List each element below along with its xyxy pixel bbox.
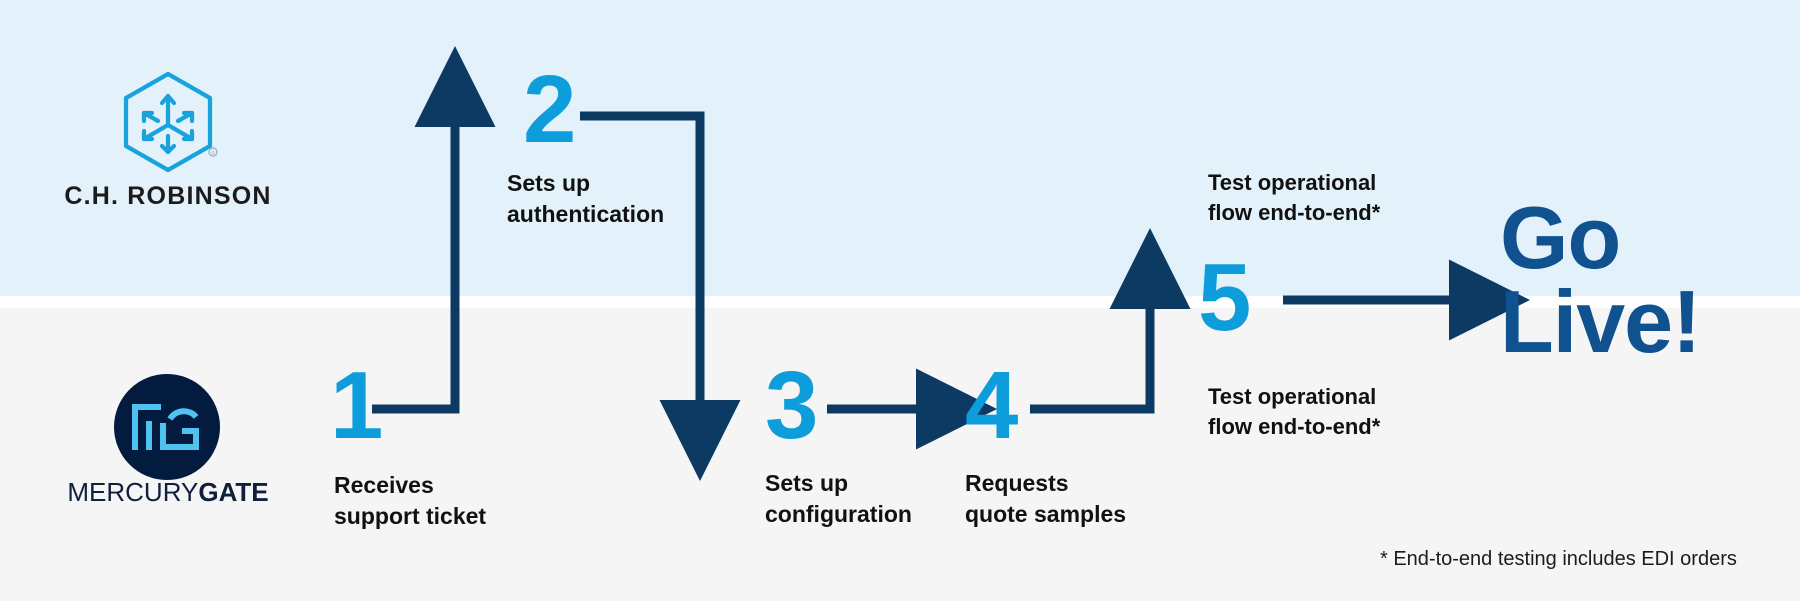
go-live-line-2: Live! <box>1500 272 1701 371</box>
step-3-number: 3 <box>765 352 818 459</box>
footnote-text: * End-to-end testing includes EDI orders <box>1380 548 1737 570</box>
svg-text:R: R <box>211 151 215 157</box>
step-3-label: Sets up configuration <box>765 470 912 527</box>
lane-band-top <box>0 0 1800 296</box>
step-1-number: 1 <box>330 352 383 459</box>
connector-1-to-2 <box>372 46 496 414</box>
ch-robinson-wordmark: C.H. ROBINSON <box>64 182 272 210</box>
step-4-label: Requests quote samples <box>965 470 1127 527</box>
mercurygate-wordmark: MERCURYGATE <box>38 477 298 508</box>
step-2-number: 2 <box>523 56 576 163</box>
step-2-label: Sets up authentication <box>507 170 665 227</box>
lane-band-bottom <box>0 308 1800 601</box>
mercurygate-wordmark-light: MERCURY <box>67 477 199 507</box>
connector-4-to-5 <box>1030 228 1191 414</box>
step-5-label-bottom: Test operational flow end-to-end* <box>1208 384 1381 439</box>
step-5-number: 5 <box>1198 244 1251 351</box>
mercurygate-logo-icon <box>114 374 220 480</box>
mercurygate-wordmark-bold: GATE <box>198 477 269 507</box>
go-live-callout: Go Live! <box>1500 188 1760 371</box>
step-5-label-top: Test operational flow end-to-end* <box>1208 170 1381 225</box>
go-live-line-1: Go <box>1500 188 1621 287</box>
step-4-number: 4 <box>965 352 1018 459</box>
step-1-label: Receives support ticket <box>334 472 487 529</box>
connector-2-to-3 <box>580 111 741 481</box>
ch-robinson-logo-icon: R <box>118 70 218 182</box>
